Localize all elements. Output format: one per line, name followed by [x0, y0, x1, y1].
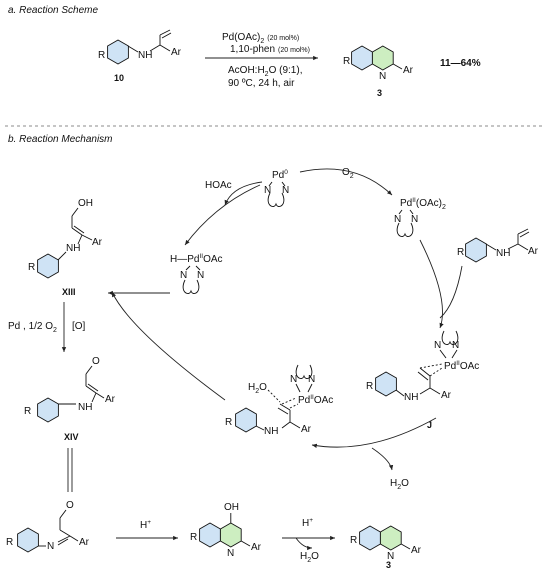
svg-text:OH: OH — [78, 198, 93, 209]
svg-text:N: N — [387, 551, 394, 562]
svg-text:H2O: H2O — [248, 382, 267, 395]
svg-text:N: N — [282, 185, 289, 196]
arrow-to-pd0 — [184, 184, 261, 246]
hydroxy-intermediate: OH R N Ar — [190, 502, 262, 559]
svg-text:NH: NH — [78, 402, 92, 413]
conditions-label: 90 ºC, 24 h, air — [228, 78, 295, 89]
h2o-release: H2O — [390, 478, 409, 491]
substrate-label: 10 — [114, 73, 124, 83]
svg-text:PdIIOAc: PdIIOAc — [444, 360, 479, 372]
hoac-label: HOAc — [205, 180, 232, 191]
svg-text:N: N — [290, 374, 297, 385]
svg-text:Ar: Ar — [301, 424, 312, 435]
svg-text:R: R — [190, 532, 197, 543]
svg-text:Ar: Ar — [411, 545, 422, 556]
h-plus-2: H+ — [302, 517, 313, 529]
imine-intermediate: O Ar N R — [6, 500, 90, 553]
intermediate-xiii: OH Ar NH R XIII — [28, 198, 103, 297]
svg-text:Pd0: Pd0 — [272, 169, 288, 181]
arrow-j-k — [311, 417, 437, 448]
svg-text:NH: NH — [496, 248, 510, 259]
pd-oac2-complex: PdII(OAc)2 N N — [394, 197, 446, 237]
substrate-10: R NH Ar 10 — [98, 29, 182, 83]
intermediate-j: N N PdIIOAc Ar NH R J — [366, 330, 479, 430]
svg-text:Ar: Ar — [441, 390, 452, 401]
arrow-h2o-loss — [295, 537, 313, 551]
section-b-title: b. Reaction Mechanism — [8, 134, 113, 145]
svg-text:R: R — [28, 262, 35, 273]
label-xiv: XIV — [64, 432, 79, 442]
svg-text:NH: NH — [66, 243, 80, 254]
svg-text:Ar: Ar — [105, 394, 116, 405]
label-3-bottom: 3 — [386, 560, 391, 570]
pd0-complex: Pd0 N N — [264, 169, 289, 207]
ligand-label: 1,10-phen(20 mol%) — [230, 44, 310, 55]
svg-text:O: O — [66, 500, 74, 511]
svg-text:Ar: Ar — [251, 542, 262, 553]
svg-text:H—PdIIOAc: H—PdIIOAc — [170, 253, 223, 265]
svg-text:N: N — [394, 214, 401, 225]
intermediate-xiv: O Ar NH R XIV — [24, 356, 116, 442]
svg-text:Ar: Ar — [79, 537, 90, 548]
svg-text:PdIIOAc: PdIIOAc — [298, 394, 333, 406]
svg-text:N: N — [379, 71, 386, 82]
arrow-h2o-release — [371, 447, 394, 471]
svg-text:PdII(OAc)2: PdII(OAc)2 — [400, 197, 446, 211]
svg-text:Ar: Ar — [403, 65, 414, 76]
svg-text:NH: NH — [264, 426, 278, 437]
intermediate-k: H2O N N PdIIOAc Ar NH R — [225, 364, 333, 437]
product-quinoline-b: R N Ar 3 — [350, 525, 422, 570]
svg-text:R: R — [6, 537, 13, 548]
svg-text:N: N — [308, 374, 315, 385]
oxidation-o: [O] — [72, 321, 86, 332]
svg-text:N: N — [227, 548, 234, 559]
label-j: J — [427, 420, 432, 430]
o2-label: O2 — [342, 167, 354, 180]
svg-text:R: R — [225, 417, 232, 428]
arrow-hoac — [224, 181, 263, 206]
atom-nh: NH — [138, 50, 152, 61]
svg-text:Ar: Ar — [92, 237, 103, 248]
svg-text:N: N — [197, 270, 204, 281]
section-a-title: a. Reaction Scheme — [8, 5, 98, 16]
svg-text:N: N — [411, 214, 418, 225]
solvent-label: AcOH:H2O (9:1), — [228, 65, 302, 78]
substrate-entering: R NH Ar — [457, 228, 539, 263]
svg-text:N: N — [47, 541, 54, 552]
svg-text:R: R — [350, 535, 357, 546]
svg-text:R: R — [457, 247, 464, 258]
h2o-bottom: H2O — [300, 551, 319, 564]
arrow-to-xiii-cycle — [111, 291, 226, 401]
arrow-substrate-join — [439, 265, 463, 319]
h-plus-1: H+ — [140, 519, 151, 531]
arrow-to-j — [419, 239, 444, 329]
svg-text:NH: NH — [404, 392, 418, 403]
svg-text:N: N — [452, 340, 459, 351]
svg-text:N: N — [180, 270, 187, 281]
svg-text:R: R — [343, 56, 350, 67]
atom-r: R — [98, 50, 105, 61]
atom-ar: Ar — [171, 47, 182, 58]
yield-range: 11—64% — [440, 58, 481, 69]
svg-text:N: N — [264, 185, 271, 196]
svg-text:N: N — [434, 340, 441, 351]
svg-text:O: O — [92, 356, 100, 367]
arrow-oxidation — [299, 168, 393, 196]
product-quinoline-a: R N Ar 3 — [343, 45, 414, 98]
oxidation-reagent: Pd , 1/2 O2 — [8, 321, 57, 334]
svg-text:R: R — [366, 381, 373, 392]
svg-text:Ar: Ar — [528, 246, 539, 257]
svg-text:R: R — [24, 406, 31, 417]
hpd-complex: H—PdIIOAc N N — [170, 253, 223, 294]
label-xiii: XIII — [62, 287, 76, 297]
svg-text:OH: OH — [224, 502, 239, 513]
catalyst-label: Pd(OAc)2(20 mol%) — [222, 32, 299, 45]
product-label: 3 — [377, 88, 382, 98]
